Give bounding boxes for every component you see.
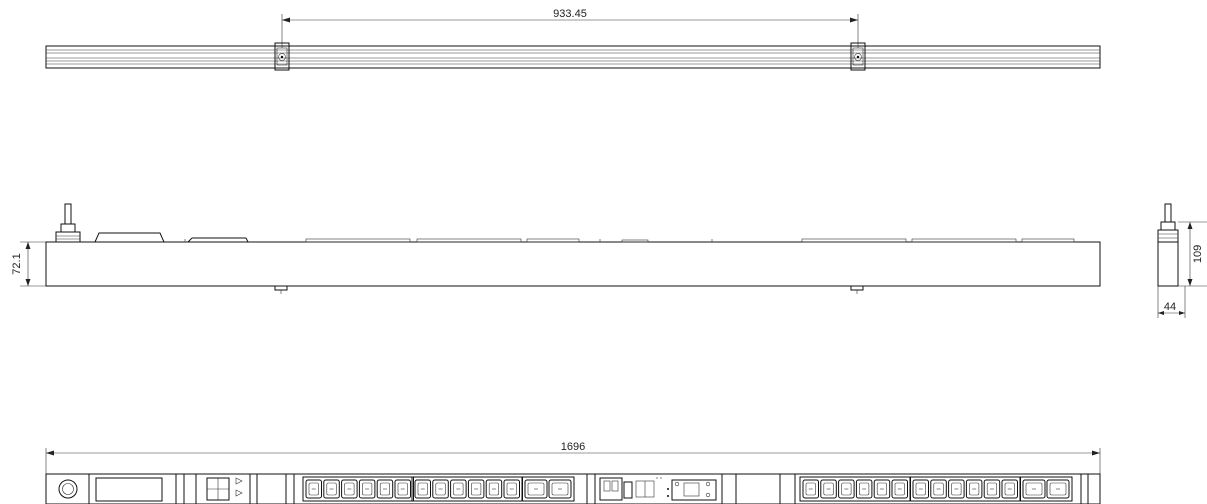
c13-outlet	[855, 479, 873, 499]
side-outlet-profiles	[184, 238, 1075, 243]
top-mount-spacing-dimension: 933.45	[281, 8, 859, 48]
front-length-dimension: 1696	[45, 441, 1101, 474]
c13-outlet	[341, 479, 358, 499]
outlet-socket	[876, 482, 888, 496]
end-height-dimension: 109	[1178, 221, 1207, 287]
cable-gland	[55, 203, 81, 243]
outlet-socket	[379, 482, 391, 496]
outlet-socket	[453, 482, 464, 496]
outlet-socket	[805, 482, 816, 496]
outlet-group-frame	[799, 476, 911, 502]
outlet-socket	[951, 482, 962, 496]
c13-outlet	[965, 479, 983, 499]
outlet-socket	[471, 482, 482, 496]
circuit-breaker	[206, 477, 243, 501]
c13-outlet	[305, 479, 322, 499]
outlet-socket	[551, 482, 569, 496]
c13-outlet	[820, 479, 837, 499]
front-body	[45, 473, 1101, 504]
c13-outlet	[891, 479, 908, 499]
outlet-socket	[823, 482, 834, 496]
front-view: 1696	[45, 441, 1101, 504]
outlet-socket	[933, 482, 944, 496]
side-height-dimension: 72.1	[11, 241, 46, 287]
outlet-group-frame	[302, 476, 414, 502]
outlet-socket	[527, 482, 545, 496]
control-module	[599, 477, 717, 501]
c13-outlet	[432, 479, 449, 499]
c13-outlet	[358, 479, 376, 499]
outlet-socket	[915, 482, 926, 496]
display-panel	[95, 477, 163, 502]
c13-outlet	[323, 479, 340, 499]
outlet-socket	[506, 482, 517, 496]
c13-outlet	[873, 479, 891, 499]
outlet-socket	[362, 482, 373, 496]
c13-outlet	[983, 479, 1001, 499]
outlet-socket	[986, 482, 998, 496]
outlet-socket	[859, 482, 870, 496]
outlet-socket	[417, 482, 428, 496]
c13-outlet	[802, 479, 819, 499]
outlet-socket	[894, 482, 905, 496]
mount-bracket-left	[274, 42, 290, 71]
outlet-group-frame	[411, 476, 523, 502]
c13-outlet	[450, 479, 467, 499]
end-view: 109 44	[1157, 203, 1207, 318]
end-height-label: 109	[1192, 245, 1204, 263]
c13-outlet	[394, 479, 411, 499]
c13-outlet	[376, 479, 394, 499]
outlet-socket	[488, 482, 500, 496]
outlet-group-frame	[1019, 476, 1073, 502]
end-width-dimension: 44	[1157, 286, 1186, 318]
side-body	[45, 241, 1101, 287]
outlet-socket	[1049, 482, 1067, 496]
c19-outlet	[548, 479, 572, 499]
c13-outlet	[838, 479, 855, 499]
front-length-label: 1696	[561, 441, 585, 453]
outlet-socket	[308, 482, 319, 496]
c13-outlet	[503, 479, 520, 499]
outlet-socket	[344, 482, 355, 496]
c19-outlet	[524, 479, 548, 499]
front-outlets	[302, 476, 1073, 502]
c13-outlet	[414, 479, 431, 499]
end-cable	[1164, 203, 1172, 223]
c13-outlet	[930, 479, 947, 499]
power-inlet	[58, 479, 78, 499]
c19-outlet	[1046, 479, 1070, 499]
c13-outlet	[948, 479, 965, 499]
outlet-socket	[1004, 482, 1015, 496]
top-view: 933.45	[45, 8, 1101, 71]
outlet-group-frame	[909, 476, 1021, 502]
outlet-socket	[397, 482, 408, 496]
display-housing	[94, 232, 165, 243]
side-bottom-studs	[274, 285, 864, 294]
c13-outlet	[1001, 479, 1018, 499]
top-mount-spacing-label: 933.45	[553, 8, 587, 20]
c13-outlet	[467, 479, 485, 499]
mount-bracket-right	[850, 42, 866, 71]
c13-outlet	[912, 479, 929, 499]
c13-outlet	[485, 479, 503, 499]
outlet-socket	[1025, 482, 1043, 496]
side-view: 72.1	[11, 203, 1101, 294]
outlet-group-frame	[521, 476, 575, 502]
outlet-socket	[326, 482, 337, 496]
end-body	[1157, 241, 1179, 287]
outlet-socket	[435, 482, 446, 496]
side-height-label: 72.1	[11, 253, 23, 274]
top-rail	[45, 45, 1101, 69]
end-width-label: 44	[1164, 301, 1176, 313]
outlet-socket	[969, 482, 980, 496]
outlet-socket	[841, 482, 852, 496]
c19-outlet	[1022, 479, 1046, 499]
